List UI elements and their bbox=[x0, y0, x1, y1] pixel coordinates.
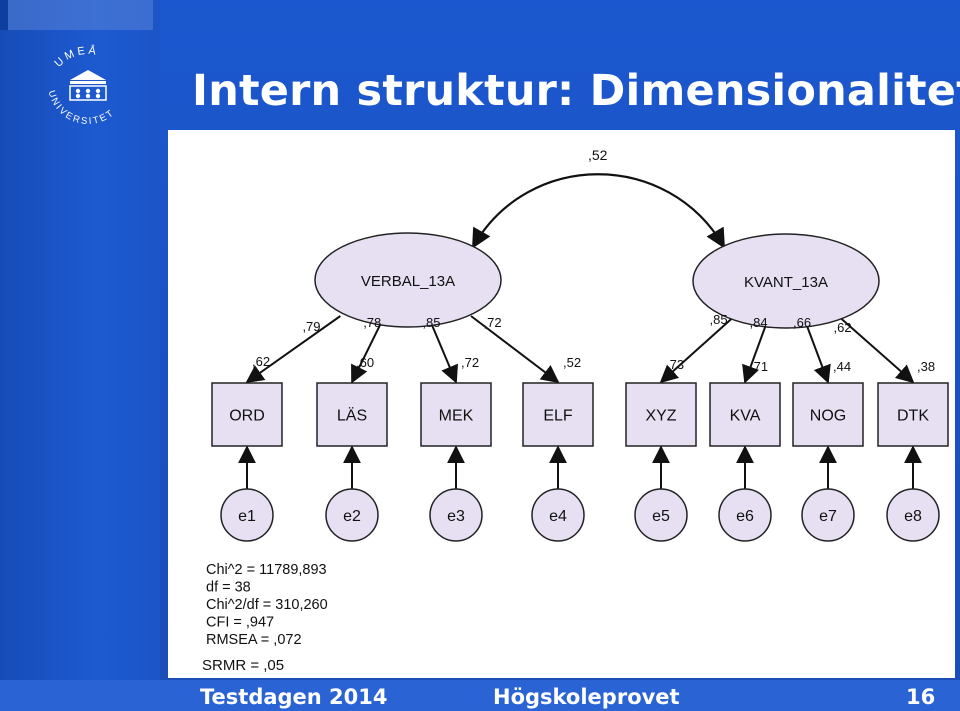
loading-value-5: ,85 bbox=[710, 312, 728, 327]
error-label-1: e1 bbox=[238, 508, 256, 525]
loading-arrow-4 bbox=[470, 315, 560, 384]
r2-value-8: ,38 bbox=[917, 359, 935, 374]
observed-label-4: ELF bbox=[543, 408, 573, 425]
error-circle-7 bbox=[801, 488, 855, 542]
observed-box-8 bbox=[877, 382, 949, 447]
error-label-5: e5 bbox=[652, 508, 670, 525]
observed-label-5: XYZ bbox=[645, 408, 676, 425]
sem-diagram: ORD e1 LÄS e2 MEK e3 ELF e4 XYZ e5 KVA e6 NOG e7 DTK e8… bbox=[202, 147, 949, 674]
error-label-4: e4 bbox=[549, 508, 567, 525]
error-label-3: e3 bbox=[447, 508, 465, 525]
latent-label-2: KVANT_13A bbox=[744, 274, 828, 291]
loading-arrow-3 bbox=[427, 315, 458, 384]
correlation-label: ,52 bbox=[588, 147, 608, 163]
observed-label-1: ORD bbox=[229, 408, 265, 425]
loading-value-4: ,72 bbox=[484, 315, 502, 330]
observed-label-2: LÄS bbox=[337, 407, 367, 425]
error-label-6: e6 bbox=[736, 508, 754, 525]
r2-value-3: ,72 bbox=[461, 355, 479, 370]
error-label-8: e8 bbox=[904, 508, 922, 525]
loading-value-7: ,66 bbox=[793, 315, 811, 330]
r2-value-5: ,73 bbox=[666, 357, 684, 372]
error-circle-1 bbox=[220, 488, 274, 542]
loading-arrow-8 bbox=[838, 316, 915, 384]
observed-box-3 bbox=[420, 382, 492, 447]
loading-arrow-6 bbox=[742, 316, 770, 384]
fit-stat-6: SRMR = ,05 bbox=[202, 657, 284, 674]
error-circle-8 bbox=[886, 488, 940, 542]
fit-stat-3: Chi^2/df = 310,260 bbox=[206, 597, 328, 613]
observed-label-8: DTK bbox=[897, 408, 929, 425]
loading-arrow-2 bbox=[351, 315, 386, 384]
observed-box-1 bbox=[211, 382, 283, 447]
error-circle-5 bbox=[634, 488, 688, 542]
loading-value-3: ,85 bbox=[422, 315, 440, 330]
footer-event: Testdagen 2014 bbox=[200, 685, 388, 709]
loading-arrow-5 bbox=[659, 316, 735, 384]
correlation-arrow bbox=[472, 173, 725, 249]
loading-value-8: ,62 bbox=[834, 320, 852, 335]
slide-side-panel bbox=[0, 0, 160, 711]
r2-value-6: ,71 bbox=[750, 359, 768, 374]
latent-ellipse-2 bbox=[692, 233, 880, 329]
fit-stat-5: RMSEA = ,072 bbox=[206, 632, 302, 648]
error-circle-2 bbox=[325, 488, 379, 542]
svg-text:UMEÅ: UMEÅ bbox=[52, 44, 99, 70]
fit-stat-4: CFI = ,947 bbox=[206, 615, 274, 631]
loading-value-2: ,78 bbox=[363, 315, 381, 330]
observed-box-7 bbox=[792, 382, 864, 447]
loading-arrow-1 bbox=[245, 315, 341, 384]
observed-box-5 bbox=[625, 382, 697, 447]
footer-title: Högskoleprovet bbox=[493, 685, 680, 709]
error-circle-3 bbox=[429, 488, 483, 542]
corner-decoration-dark bbox=[0, 0, 8, 30]
error-circle-6 bbox=[718, 488, 772, 542]
r2-value-1: ,62 bbox=[252, 354, 270, 369]
fit-stat-2: df = 38 bbox=[206, 580, 251, 596]
r2-value-2: ,60 bbox=[356, 355, 374, 370]
university-logo: UMEÅ UNIVERSITET bbox=[46, 44, 115, 127]
latent-label-1: VERBAL_13A bbox=[361, 273, 455, 290]
observed-box-6 bbox=[709, 382, 781, 447]
slide-footer: Testdagen 2014 Högskoleprovet 16 bbox=[0, 680, 960, 711]
observed-label-6: KVA bbox=[730, 408, 761, 425]
loading-value-6: ,84 bbox=[750, 315, 768, 330]
latent-ellipse-1 bbox=[314, 232, 502, 328]
error-circle-4 bbox=[531, 488, 585, 542]
fit-stat-1: Chi^2 = 11789,893 bbox=[206, 562, 327, 578]
error-label-2: e2 bbox=[343, 508, 361, 525]
sem-diagram-panel: ORD e1 LÄS e2 MEK e3 ELF e4 XYZ e5 KVA e6 NOG e7 DTK e8… bbox=[168, 130, 955, 678]
loading-value-1: ,79 bbox=[302, 319, 320, 334]
corner-decoration bbox=[8, 0, 153, 30]
observed-box-2 bbox=[316, 382, 388, 447]
observed-label-7: NOG bbox=[810, 408, 846, 425]
loading-arrow-7 bbox=[802, 316, 831, 384]
error-label-7: e7 bbox=[819, 508, 837, 525]
r2-value-7: ,44 bbox=[833, 359, 851, 374]
observed-label-3: MEK bbox=[439, 408, 474, 425]
page-number: 16 bbox=[906, 685, 936, 709]
r2-value-4: ,52 bbox=[563, 355, 581, 370]
observed-box-4 bbox=[522, 382, 594, 447]
slide-title: Intern struktur: Dimensionalitet bbox=[192, 66, 960, 116]
